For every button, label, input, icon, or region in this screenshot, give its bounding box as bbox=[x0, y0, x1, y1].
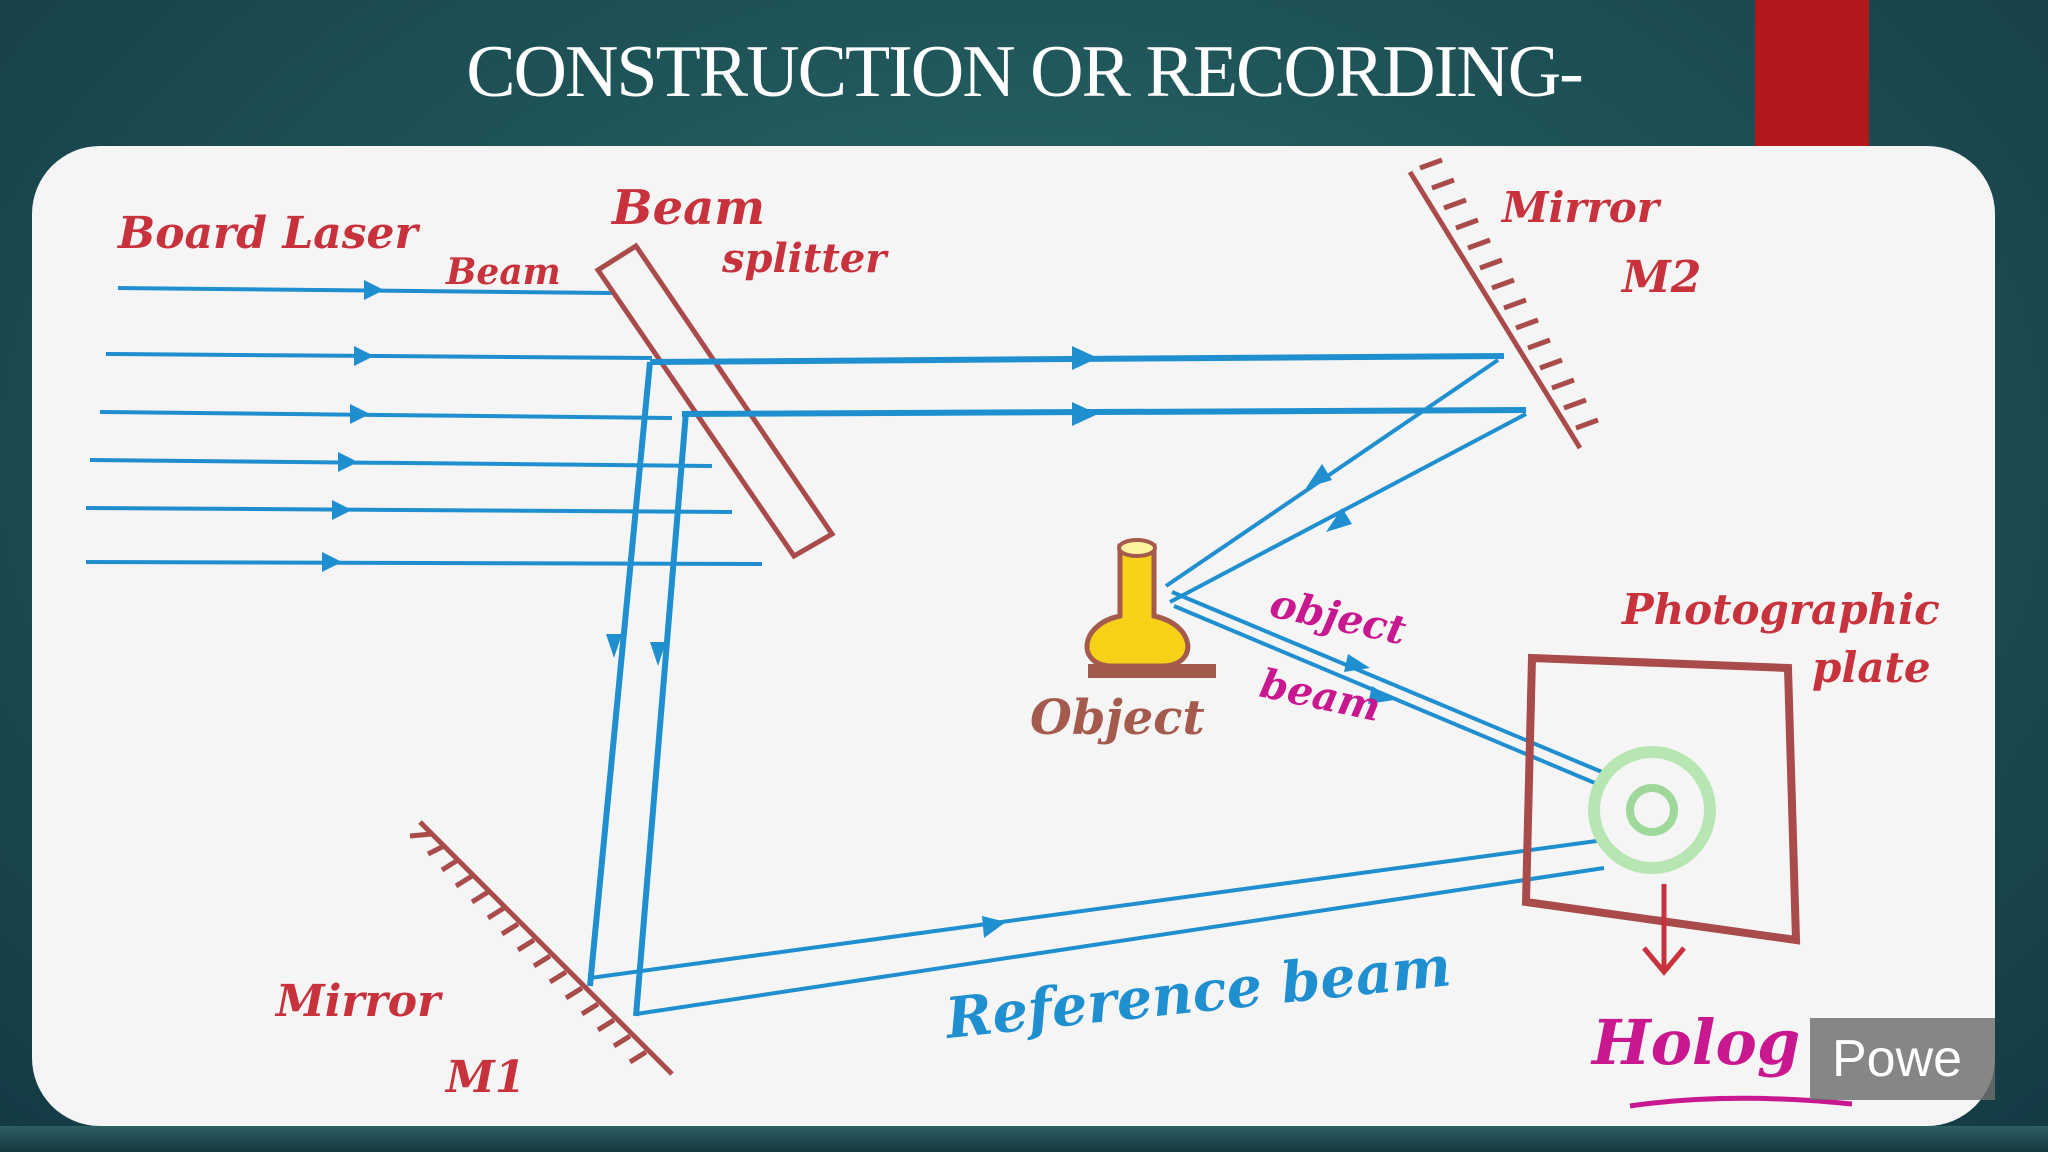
mirror-m1 bbox=[409, 820, 674, 1076]
splitter-label-2: splitter bbox=[721, 235, 889, 282]
reflected-arrows bbox=[1306, 464, 1352, 532]
title-accent-tab bbox=[1755, 0, 1869, 146]
beam-splitter bbox=[594, 242, 836, 560]
object-beam-label-2: beam bbox=[1256, 660, 1385, 731]
reference-beam-label: Reference beam bbox=[941, 933, 1454, 1052]
photographic-plate bbox=[1521, 653, 1801, 945]
plate-label-1: Photographic bbox=[1621, 585, 1940, 634]
object-beam-path bbox=[649, 353, 1527, 417]
laser-rays bbox=[85, 286, 763, 566]
watermark: Powe bbox=[1810, 1018, 1995, 1100]
laser-label: Board Laser bbox=[116, 208, 421, 259]
slide-title: CONSTRUCTION OR RECORDING- bbox=[466, 31, 1584, 113]
object-beam-arrows bbox=[1072, 346, 1098, 426]
laser-ray-arrows bbox=[322, 280, 384, 572]
reference-beam-to-plate bbox=[589, 838, 1605, 1016]
laser-ray-5 bbox=[85, 506, 733, 514]
laser-ray-6 bbox=[85, 560, 763, 566]
hologram-rings bbox=[1588, 746, 1716, 874]
hologram-arrow bbox=[1642, 884, 1686, 976]
object-beam-arrows-2 bbox=[1344, 654, 1394, 704]
diagram-board: Board Laser Beam Beam splitter Mirror M2… bbox=[32, 146, 1995, 1126]
splitter-label-1: Beam bbox=[610, 180, 765, 236]
laser-ray-2 bbox=[105, 352, 653, 360]
plate-label-2: plate bbox=[1812, 643, 1931, 692]
mirror-m1-label-1: Mirror bbox=[274, 976, 443, 1027]
reference-beam-arrow bbox=[982, 916, 1006, 938]
mirror-m1-label-2: M1 bbox=[444, 1052, 525, 1103]
reference-vertical-arrows bbox=[606, 634, 666, 666]
object-beam-label-1: object bbox=[1266, 580, 1411, 655]
laser-beam-label: Beam bbox=[445, 251, 561, 293]
object-flask bbox=[1084, 538, 1216, 678]
mirror-m2 bbox=[1407, 157, 1599, 450]
laser-ray-3 bbox=[99, 410, 673, 420]
object-label: Object bbox=[1030, 690, 1205, 746]
mirror-m2-label-2: M2 bbox=[1620, 252, 1701, 303]
laser-ray-4 bbox=[89, 458, 713, 468]
hologram-underline bbox=[1629, 1095, 1853, 1109]
reflected-to-object bbox=[1164, 358, 1527, 604]
hologram-recording-diagram: Board Laser Beam Beam splitter Mirror M2… bbox=[85, 157, 1940, 1109]
mirror-m2-label-1: Mirror bbox=[1500, 183, 1662, 232]
slide-bottom-reflection bbox=[0, 1126, 2048, 1152]
hologram-label: Holog bbox=[1590, 1006, 1800, 1079]
reference-vertical-rays bbox=[587, 361, 689, 1017]
